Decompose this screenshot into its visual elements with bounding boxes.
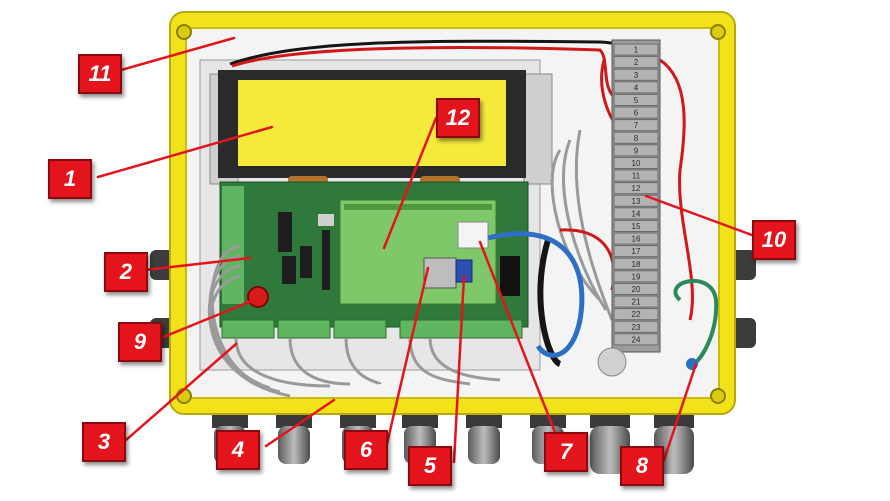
leader-6 bbox=[384, 266, 430, 450]
terminal-number: 3 bbox=[634, 71, 639, 80]
terminal-number: 11 bbox=[632, 172, 641, 181]
pcb-terminal-strip bbox=[222, 186, 244, 304]
callout-11: 11 bbox=[78, 54, 122, 94]
bottom-terminal-blocks bbox=[221, 319, 523, 339]
terminal-cell bbox=[613, 93, 659, 107]
terminal-cell bbox=[613, 68, 659, 81]
callout-2: 2 bbox=[104, 252, 148, 292]
terminal-cell bbox=[613, 106, 659, 119]
terminal-cell bbox=[613, 156, 659, 169]
leader-3 bbox=[124, 342, 238, 442]
terminal-cell bbox=[613, 81, 659, 94]
terminal-number: 17 bbox=[632, 247, 641, 256]
terminal-number: 16 bbox=[632, 235, 641, 244]
side-gland-right-top bbox=[730, 250, 756, 280]
terminal-number: 21 bbox=[632, 298, 641, 307]
terminal-cell bbox=[613, 333, 659, 346]
terminal-number: 6 bbox=[634, 109, 639, 118]
usb-port bbox=[457, 221, 489, 249]
daughter-board-header bbox=[344, 204, 492, 210]
leader-12 bbox=[382, 116, 438, 250]
terminal-number: 14 bbox=[632, 209, 641, 218]
terminal-number: 1 bbox=[634, 46, 639, 55]
cable-gland bbox=[466, 408, 502, 464]
terminal-number: 7 bbox=[634, 121, 639, 130]
terminal-cell bbox=[613, 144, 659, 157]
terminal-cell bbox=[613, 232, 659, 245]
leader-1 bbox=[96, 125, 274, 179]
side-gland-right-bottom bbox=[730, 318, 756, 348]
blue-cable bbox=[487, 231, 585, 358]
display-bracket-right bbox=[523, 73, 553, 185]
terminal-number: 5 bbox=[634, 96, 639, 105]
terminal-cell bbox=[613, 169, 659, 182]
black-cable-run bbox=[537, 239, 562, 367]
callout-8: 8 bbox=[620, 446, 664, 486]
terminal-number: 19 bbox=[632, 272, 641, 281]
terminal-number: 12 bbox=[632, 184, 641, 193]
callout-4: 4 bbox=[216, 430, 260, 470]
terminal-number: 15 bbox=[632, 222, 641, 231]
terminal-number: 22 bbox=[632, 310, 641, 319]
terminal-cell bbox=[613, 119, 659, 132]
callout-9: 9 bbox=[118, 322, 162, 362]
green-cable bbox=[673, 278, 719, 366]
callout-7: 7 bbox=[544, 432, 588, 472]
terminal-number: 23 bbox=[632, 323, 641, 332]
callout-10: 10 bbox=[752, 220, 796, 260]
terminal-number: 20 bbox=[632, 285, 641, 294]
terminal-cell bbox=[613, 270, 659, 283]
terminal-cell bbox=[613, 257, 659, 270]
red-button bbox=[247, 286, 269, 308]
leader-lines bbox=[96, 36, 762, 464]
callout-6: 6 bbox=[344, 430, 388, 470]
callout-5: 5 bbox=[408, 446, 452, 486]
terminal-cell bbox=[613, 182, 659, 195]
terminal-cell bbox=[613, 131, 659, 144]
leader-4 bbox=[264, 398, 336, 448]
gray-cable-harness bbox=[207, 129, 614, 398]
leader-10 bbox=[644, 194, 762, 240]
terminal-cell bbox=[613, 56, 659, 69]
pcb-ics bbox=[278, 212, 334, 290]
terminal-number: 18 bbox=[632, 260, 641, 269]
terminal-cell bbox=[613, 245, 659, 258]
terminal-cell bbox=[613, 308, 659, 321]
terminal-number: 13 bbox=[632, 197, 641, 206]
callout-3: 3 bbox=[82, 422, 126, 462]
terminal-number: 8 bbox=[634, 134, 639, 143]
black-connector bbox=[500, 256, 520, 296]
terminal-cell bbox=[613, 43, 659, 56]
callout-12: 12 bbox=[436, 98, 480, 138]
terminal-number: 24 bbox=[632, 335, 641, 344]
leader-8 bbox=[662, 362, 698, 462]
terminal-number: 9 bbox=[634, 146, 639, 155]
leader-9 bbox=[154, 298, 256, 342]
terminal-number: 4 bbox=[634, 83, 639, 92]
mounting-cutout bbox=[597, 347, 627, 377]
terminal-cell bbox=[613, 207, 659, 220]
terminal-number: 2 bbox=[634, 58, 639, 67]
leader-5 bbox=[452, 274, 466, 464]
terminal-cell bbox=[613, 295, 659, 308]
leader-11 bbox=[112, 36, 236, 74]
callout-1: 1 bbox=[48, 159, 92, 199]
terminal-cell bbox=[613, 219, 659, 232]
sd-card-slot bbox=[423, 257, 457, 289]
leader-2 bbox=[143, 256, 252, 272]
daughter-board bbox=[339, 199, 497, 305]
terminal-cell bbox=[613, 282, 659, 295]
terminal-number: 10 bbox=[632, 159, 641, 168]
leader-7 bbox=[478, 240, 564, 452]
terminal-cell bbox=[613, 320, 659, 333]
